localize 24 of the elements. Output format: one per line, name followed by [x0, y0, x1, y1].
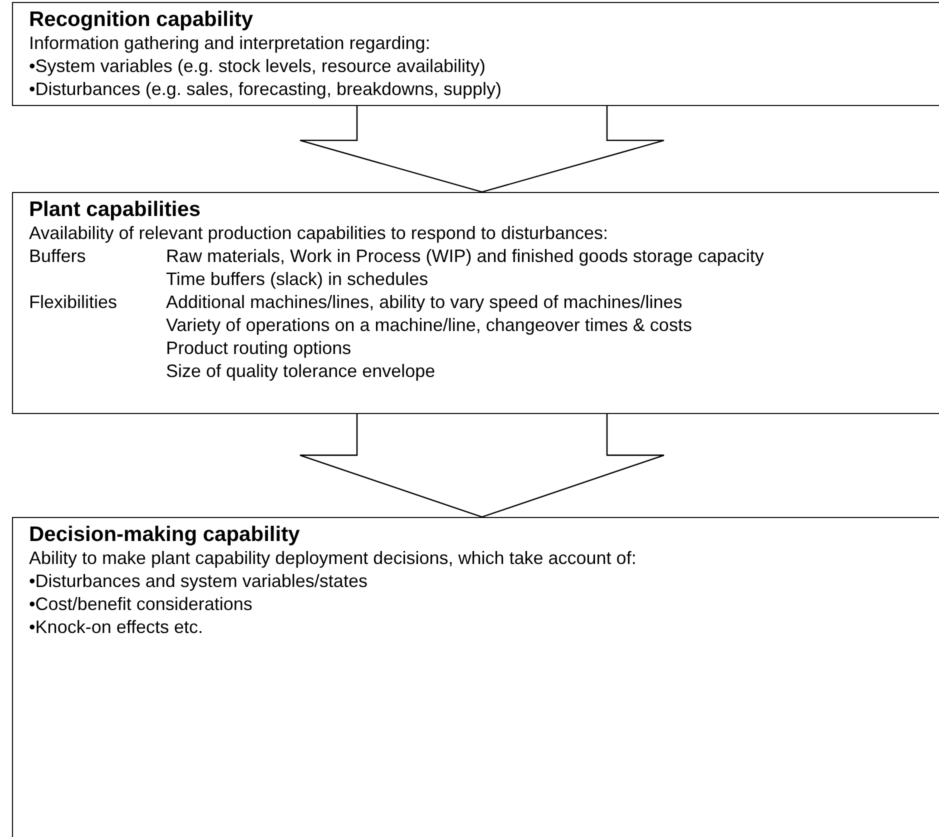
row-label: Flexibilities: [29, 291, 118, 314]
text-box: [12, 2, 939, 106]
bullet-item: •Disturbances (e.g. sales, forecasting, breakdowns, supply): [29, 78, 503, 101]
intro-text: Ability to make plant capability deployment decisions, which take account of:: [29, 547, 638, 570]
box-heading: Plant capabilities: [29, 197, 202, 222]
list-item: Additional machines/lines, ability to vary speed of machines/lines: [166, 291, 684, 314]
row-label: Buffers: [29, 245, 87, 268]
box-heading: Decision-making capability: [29, 522, 301, 547]
text-box: [12, 192, 939, 414]
list-item: Product routing options: [166, 337, 352, 360]
list-item: Time buffers (slack) in schedules: [166, 268, 430, 291]
list-item: Variety of operations on a machine/line, changeover times & costs: [166, 314, 693, 337]
list-item: Size of quality tolerance envelope: [166, 360, 436, 383]
intro-text: Availability of relevant production capabilities to respond to disturbances:: [29, 222, 610, 245]
bullet-item: •Cost/benefit considerations: [29, 593, 254, 616]
block-arrow: [299, 105, 665, 193]
text-box: [12, 517, 939, 837]
bullet-item: •Knock-on effects etc.: [29, 616, 204, 639]
bullet-item: •System variables (e.g. stock levels, resource availability): [29, 55, 486, 78]
intro-text: Information gathering and interpretation regarding:: [29, 32, 432, 55]
box-heading: Recognition capability: [29, 7, 254, 32]
block-arrow: [299, 413, 665, 518]
bullet-item: •Disturbances and system variables/states: [29, 570, 368, 593]
list-item: Raw materials, Work in Process (WIP) and finished goods storage capacity: [166, 245, 765, 268]
